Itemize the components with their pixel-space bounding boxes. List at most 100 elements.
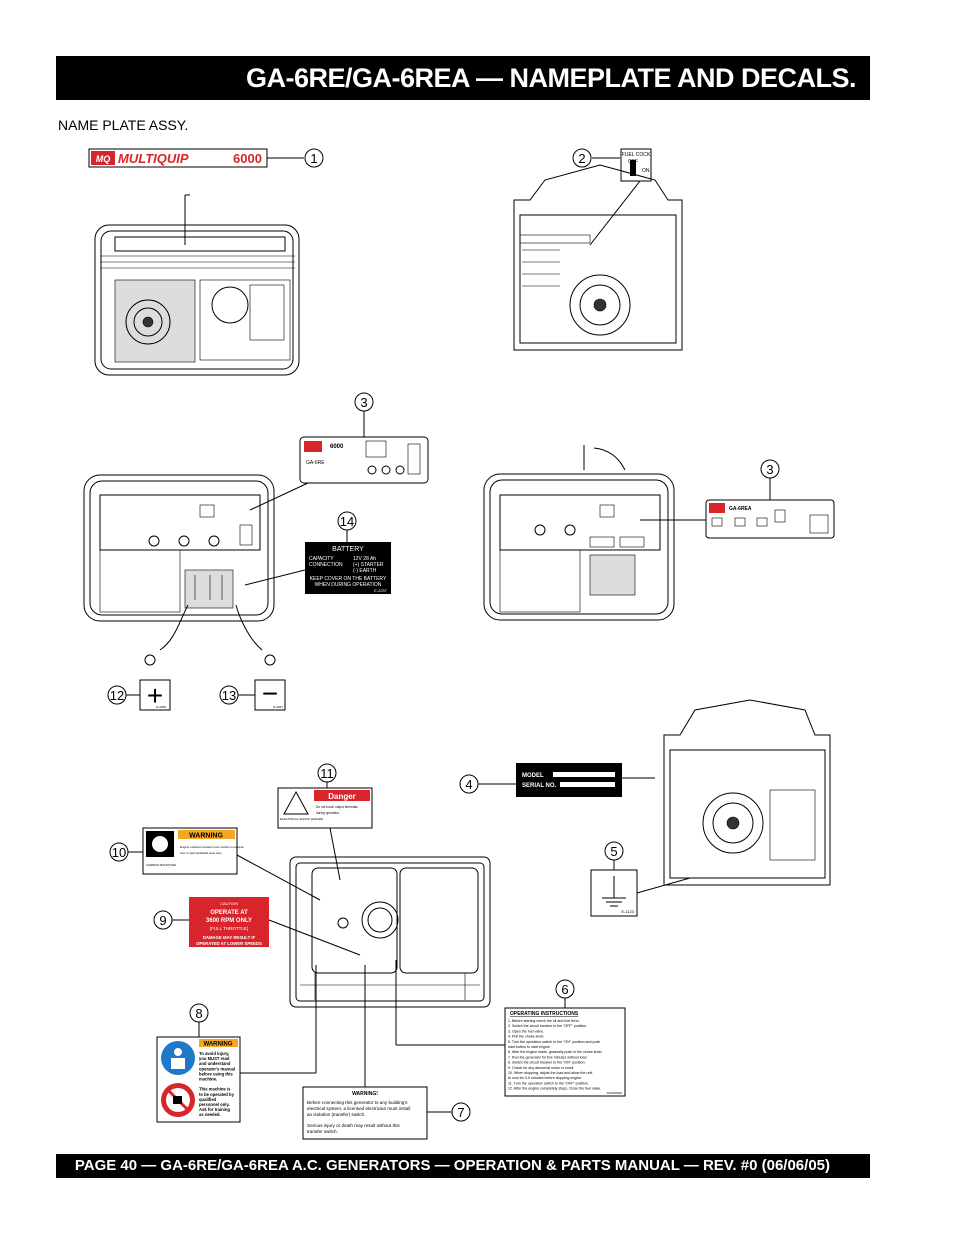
nameplate-decal: MQ MULTIQUIP 6000 bbox=[88, 148, 268, 168]
warning-manual-line: Ask for training bbox=[199, 1107, 230, 1112]
page-footer: PAGE 40 — GA-6RE/GA-6REA A.C. GENERATORS… bbox=[56, 1154, 870, 1178]
callout-8: 8 bbox=[195, 1006, 202, 1021]
operating-instruction-line: 12. After the engine completely stops, C… bbox=[508, 1087, 601, 1091]
warning-exhaust-line-2: Use in well ventilated area only. bbox=[180, 851, 222, 855]
operating-instruction-line: 9. Check for any abnormal noise or smell… bbox=[508, 1066, 574, 1070]
minus-symbol: − bbox=[262, 678, 278, 709]
battery-note-1: KEEP COVER ON THE BATTERY bbox=[310, 576, 387, 582]
model-number: 6000 bbox=[233, 151, 262, 166]
caution-line-1: OPERATE AT bbox=[210, 910, 248, 916]
warning-manual-line: operator's manual bbox=[199, 1066, 235, 1071]
warning-exhaust-header: WARNING bbox=[189, 833, 223, 840]
danger-line-1: Do not touch output terminals bbox=[316, 805, 358, 809]
battery-title: BATTERY bbox=[332, 546, 364, 553]
warning-transfer-line-2: electrical system, a licensed electricia… bbox=[307, 1106, 410, 1111]
generator-view-panel-left bbox=[83, 474, 276, 666]
warning-manual-line: and understand bbox=[199, 1061, 231, 1066]
fuel-cock-on: ON bbox=[642, 168, 650, 174]
operating-instruction-line: 5. Turn the operation switch to the "ON"… bbox=[508, 1040, 600, 1044]
model-serial-decal: MODEL SERIAL NO. bbox=[516, 763, 622, 797]
warning-manual-line: This machine is bbox=[199, 1087, 231, 1092]
warning-transfer-line-5: transfer switch. bbox=[307, 1129, 338, 1134]
warning-read-manual-decal: WARNING To avoid injury,you MUST readand… bbox=[156, 1036, 241, 1123]
operating-instruction-line: 1. Before starting check the oil and fue… bbox=[508, 1019, 580, 1023]
callout-3a: 3 bbox=[360, 395, 367, 410]
callout-4: 4 bbox=[465, 777, 472, 792]
rea-panel-name: GA-6REA bbox=[729, 506, 752, 512]
callout-2: 2 bbox=[578, 151, 585, 166]
callout-5: 5 bbox=[610, 844, 617, 859]
operating-instruction-line: 11. Turn the operation switch to the "OF… bbox=[508, 1081, 589, 1085]
plus-code: E-2056 bbox=[156, 705, 166, 709]
warning-manual-line: as needed. bbox=[199, 1112, 221, 1117]
warning-manual-line: qualified bbox=[199, 1097, 217, 1102]
generator-view-side-bottom bbox=[663, 699, 831, 886]
warning-transfer-title: WARNING! bbox=[352, 1091, 378, 1097]
caution-line-5: OPERATED AT LOWER SPEEDS bbox=[196, 941, 262, 946]
operating-instruction-line: 4. Pull the choke knob. bbox=[508, 1035, 544, 1039]
operating-instruction-line: start button to start engine. bbox=[508, 1045, 551, 1049]
warning-transfer-line-3: an isolation (transfer) switch. bbox=[307, 1112, 365, 1117]
brand-name: MULTIQUIP bbox=[118, 151, 189, 166]
warning-manual-line: you MUST read bbox=[199, 1056, 230, 1061]
battery-decal: BATTERY CAPACITY 12V 28 Ah CONNECTION (+… bbox=[305, 542, 391, 594]
battery-capacity-label: CAPACITY bbox=[309, 556, 334, 562]
fuel-cock-decal: FUEL COCK OFF ON bbox=[620, 148, 652, 182]
operating-instruction-line: 8. Switch the circuit breaker to the "ON… bbox=[508, 1061, 585, 1065]
warning-manual-line: before using this bbox=[199, 1071, 233, 1076]
caution-line-3: (FULL THROTTLE) bbox=[210, 926, 249, 931]
battery-connection-minus: (-) EARTH bbox=[353, 568, 377, 574]
page-title: GA-6RE/GA-6REA — NAMEPLATE AND DECALS. bbox=[56, 56, 870, 100]
callout-1: 1 bbox=[310, 151, 317, 166]
callout-10: 10 bbox=[112, 845, 126, 860]
warning-exhaust-line-1: Engine exhaust contains toxic carbon mon… bbox=[180, 845, 245, 849]
warning-exhaust-decal: WARNING Engine exhaust contains toxic ca… bbox=[142, 827, 245, 875]
operating-instructions-decal: OPERATING INSTRUCTIONS A03000000 1. Befo… bbox=[504, 1007, 626, 1097]
battery-connection-plus: (+) STARTER bbox=[353, 562, 384, 568]
ground-decal: E-1123 bbox=[590, 869, 638, 917]
panel-name: GA-6RE bbox=[306, 460, 325, 466]
caution-header: CAUTION bbox=[220, 901, 238, 906]
danger-side: ELECTRICAL SHOCK HAZARD bbox=[280, 817, 324, 821]
warning-manual-header: WARNING bbox=[204, 1042, 233, 1048]
operating-instruction-line: to cool for 3-5 minutes before stopping … bbox=[508, 1076, 582, 1080]
operating-instruction-line: 3. Open the fuel valve. bbox=[508, 1029, 544, 1033]
callout-11: 11 bbox=[320, 766, 334, 781]
danger-line-2: during operation. bbox=[316, 811, 340, 815]
plus-decal: + E-2056 bbox=[139, 679, 171, 711]
panel-model: 6000 bbox=[330, 444, 344, 450]
warning-manual-line: machine. bbox=[199, 1077, 217, 1082]
caution-line-4: DAMAGE MAY RESULT IF bbox=[203, 935, 256, 940]
caution-line-2: 3600 RPM ONLY bbox=[206, 918, 252, 924]
operating-instruction-line: 6. After the engine starts, gradually pu… bbox=[508, 1050, 603, 1054]
serial-label: SERIAL NO. bbox=[522, 783, 557, 789]
generator-view-front bbox=[94, 224, 300, 376]
operating-title: OPERATING INSTRUCTIONS bbox=[510, 1011, 579, 1017]
plus-symbol: + bbox=[147, 680, 163, 711]
minus-decal: − E-2057 bbox=[254, 678, 286, 711]
control-panel-decal-re: 6000 GA-6RE bbox=[299, 436, 429, 484]
operating-instruction-line: 10. When stopping, adjust the load and a… bbox=[508, 1071, 592, 1075]
warning-manual-line: personnel only. bbox=[199, 1102, 230, 1107]
callout-7: 7 bbox=[457, 1105, 464, 1120]
callout-13: 13 bbox=[222, 688, 236, 703]
operating-code: A03000000 bbox=[607, 1091, 623, 1095]
generator-view-panel-right bbox=[483, 445, 675, 621]
warning-transfer-switch-decal: WARNING! Before connecting this generato… bbox=[302, 1086, 428, 1140]
callout-9: 9 bbox=[159, 913, 166, 928]
callout-6: 6 bbox=[561, 982, 568, 997]
generator-view-side bbox=[513, 164, 683, 351]
warning-manual-line: to be operated by bbox=[199, 1092, 235, 1097]
danger-header: Danger bbox=[328, 792, 356, 801]
battery-note-2: WHEN DURING OPERATION bbox=[315, 582, 382, 588]
warning-exhaust-side: CARBON MONOXIDE bbox=[146, 863, 176, 867]
minus-code: E-2057 bbox=[273, 705, 283, 709]
battery-capacity-value: 12V 28 Ah bbox=[353, 556, 376, 562]
warning-transfer-line-1: Before connecting this generator to any … bbox=[307, 1100, 408, 1105]
caution-rpm-decal: CAUTION OPERATE AT 3600 RPM ONLY (FULL T… bbox=[189, 897, 269, 947]
control-panel-decal-rea: GA-6REA bbox=[705, 499, 835, 539]
mq-logo: MQ bbox=[96, 154, 111, 164]
ground-code: E-1123 bbox=[621, 909, 634, 914]
battery-code: E-2297 bbox=[374, 588, 388, 593]
